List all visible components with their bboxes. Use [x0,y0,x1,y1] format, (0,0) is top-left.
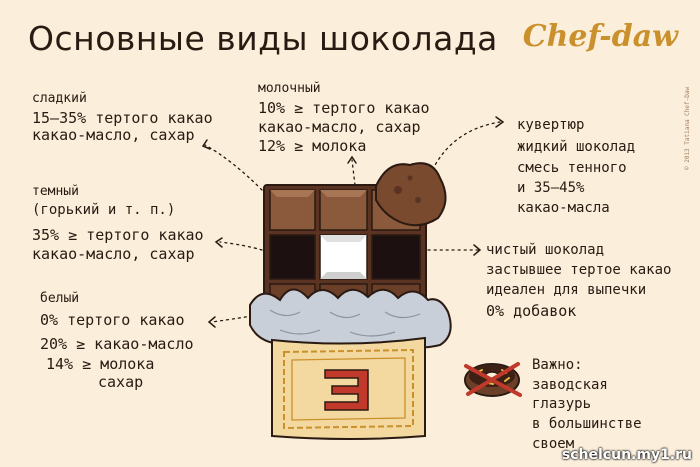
white-line-4: сахар [98,373,144,391]
pure-line-1: чистый шоколад [486,242,605,258]
site-watermark: schelcun.my1.ru [561,447,692,463]
chef-daw-logo: Chef-daw [522,19,678,54]
milk-line-1: 10% ≥ тертого какао [258,99,430,117]
couverture-line-2: жидкий шоколад [517,139,636,155]
note-line-1: Важно: [532,357,583,373]
sweet-heading: сладкий [32,91,87,106]
arrow-sweet [204,144,263,191]
white-line-2: 20% ≥ какао-масло [40,335,194,353]
milk-heading: молочный [258,81,321,96]
pure-line-3: идеален для выпечки [486,282,647,298]
milk-line-2: какао-масло, сахар [258,118,421,136]
sweet-line-2: какао-масло, сахар [32,126,195,144]
note-line-2: заводская [532,377,608,393]
milk-line-3: 12% ≥ молока [258,137,367,155]
white-heading: белый [40,291,80,306]
glazed-donut-icon [464,362,522,397]
arrow-white [211,314,259,323]
sweet-line-1: 15—35% тертого какао [32,109,213,127]
white-line-1: 0% тертого какао [40,311,185,329]
pure-line-2: застывшее тертое какао [486,262,672,278]
note-line-4: в большинстве [532,416,642,432]
arrow-milk [351,159,356,186]
couverture-line-1: кувертюр [517,117,585,133]
white-line-3: 14% ≥ молока [46,355,155,373]
dark-line-3: какао-масло, сахар [32,245,195,263]
arrow-dark [219,241,263,251]
dark-heading: темный [32,184,79,199]
couverture-line-5: какао-масла [517,200,610,216]
dark-line-2: 35% ≥ тертого какао [32,226,204,244]
dark-line-1: (горький и т. п.) [32,202,176,218]
couverture-line-3: смесь тенного [517,160,627,176]
arrow-couverture [429,121,501,176]
couverture-line-4: и 35—45% [517,180,585,196]
page-title: Основные виды шоколада [28,19,498,58]
note-line-5: своем [532,436,575,452]
note-line-3: глазурь [532,396,592,412]
pure-line-4: 0% добавок [486,302,577,320]
